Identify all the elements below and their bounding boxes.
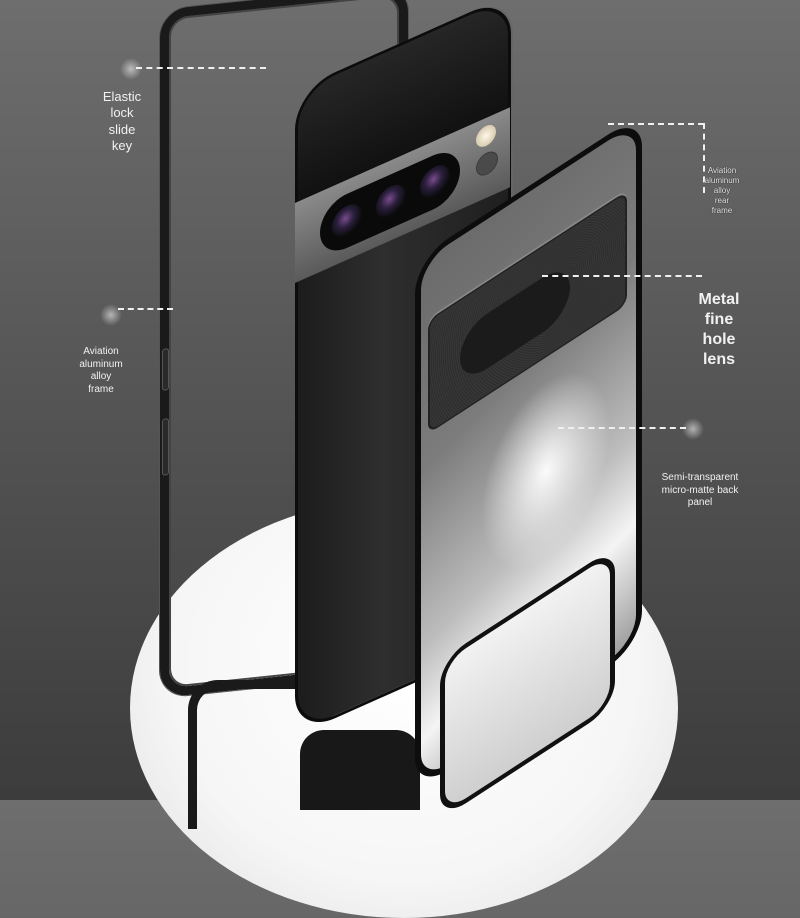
callout-text: slide	[108, 121, 136, 137]
callout-text: micro-matte back	[661, 484, 739, 496]
callout-text: key	[111, 137, 133, 153]
callout-text: aluminum	[704, 176, 740, 185]
callout-rear-frame: Aviation aluminum alloy rear frame	[702, 166, 742, 216]
callout-text: Aviation	[707, 166, 737, 175]
product-scene: Elastic lock slide key Aviation aluminum…	[72, 0, 750, 918]
callout-lens: Metal fine hole lens	[694, 290, 744, 370]
callout-text: hole	[702, 331, 736, 348]
callout-elastic-lock: Elastic lock slide key	[96, 89, 148, 154]
callout-line-rear-frame	[608, 123, 704, 125]
callout-dot	[682, 418, 704, 440]
callout-line-lens	[542, 275, 702, 277]
callout-text: Aviation	[83, 346, 119, 357]
phone-reflection	[300, 730, 420, 810]
callout-text: panel	[687, 497, 713, 508]
callout-text: frame	[88, 383, 114, 395]
callout-text: lock	[110, 105, 134, 121]
callout-dot	[120, 58, 142, 80]
callout-text: alloy	[90, 371, 112, 382]
callout-back-panel: Semi-transparent micro-matte back panel	[650, 472, 750, 510]
callout-text: Elastic	[102, 89, 142, 104]
callout-line-rear-frame-vertical	[703, 123, 705, 193]
callout-text: lens	[702, 351, 735, 368]
callout-text: frame	[711, 206, 733, 215]
callout-line-back-panel	[558, 427, 686, 429]
callout-dot	[100, 304, 122, 326]
callout-side-frame: Aviation aluminum alloy frame	[72, 346, 130, 396]
callout-text: alloy	[713, 186, 731, 195]
callout-text: fine	[704, 311, 734, 328]
side-button	[162, 348, 169, 391]
callout-line-side-frame	[118, 308, 173, 310]
callout-text: rear	[714, 196, 730, 205]
bumper-reflection	[188, 680, 317, 829]
callout-text: aluminum	[79, 358, 123, 370]
callout-text: Semi-transparent	[661, 472, 739, 483]
side-button	[162, 418, 169, 476]
callout-text: Metal	[698, 291, 740, 308]
callout-line-elastic-lock	[136, 67, 266, 69]
